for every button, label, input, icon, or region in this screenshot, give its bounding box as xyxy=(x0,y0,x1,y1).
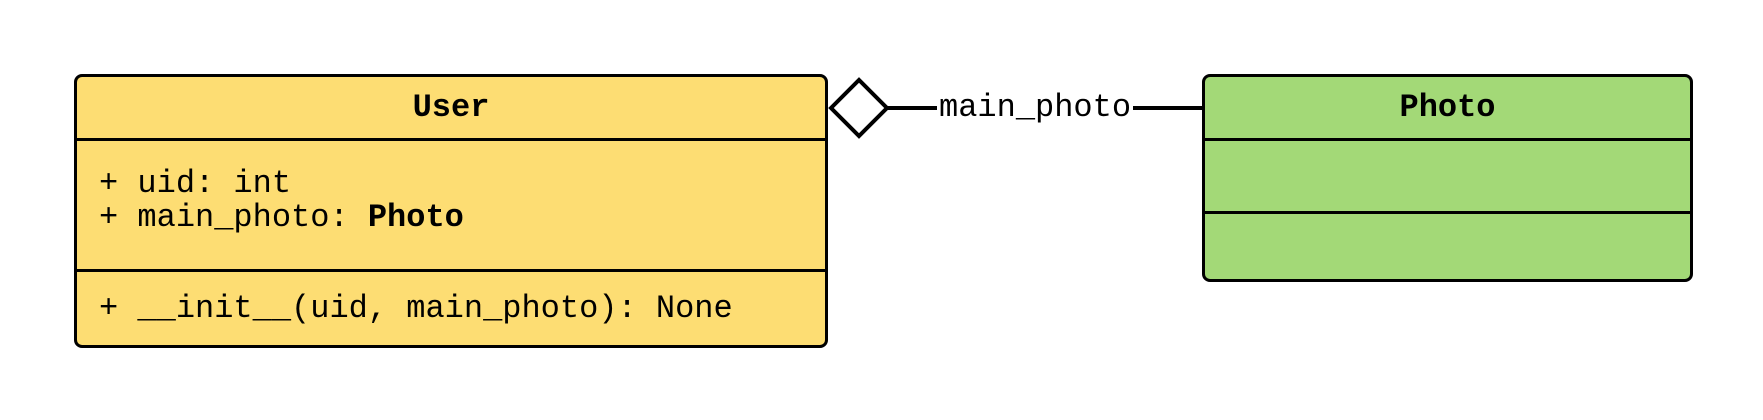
user-class-header: User xyxy=(77,77,825,141)
user-class-name: User xyxy=(412,89,490,126)
aggregation-diamond-icon xyxy=(828,77,890,139)
user-attribute-main-photo-type: Photo xyxy=(367,199,464,236)
photo-class-name: Photo xyxy=(1399,89,1496,126)
photo-attributes-section xyxy=(1205,141,1690,211)
user-attribute-uid: + uid: int xyxy=(99,165,292,202)
association-label: main_photo xyxy=(937,88,1134,128)
user-class-box[interactable]: User + uid: int + main_photo: Photo + __… xyxy=(74,74,828,348)
user-attribute-main-photo: + main_photo: Photo xyxy=(99,199,464,236)
photo-class-box[interactable]: Photo xyxy=(1202,74,1693,282)
user-methods-section: + __init__(uid, main_photo): None xyxy=(77,269,825,345)
user-attributes-section: + uid: int + main_photo: Photo xyxy=(77,141,825,269)
photo-methods-section xyxy=(1205,211,1690,279)
user-method-init: + __init__(uid, main_photo): None xyxy=(99,290,733,327)
photo-class-header: Photo xyxy=(1205,77,1690,141)
